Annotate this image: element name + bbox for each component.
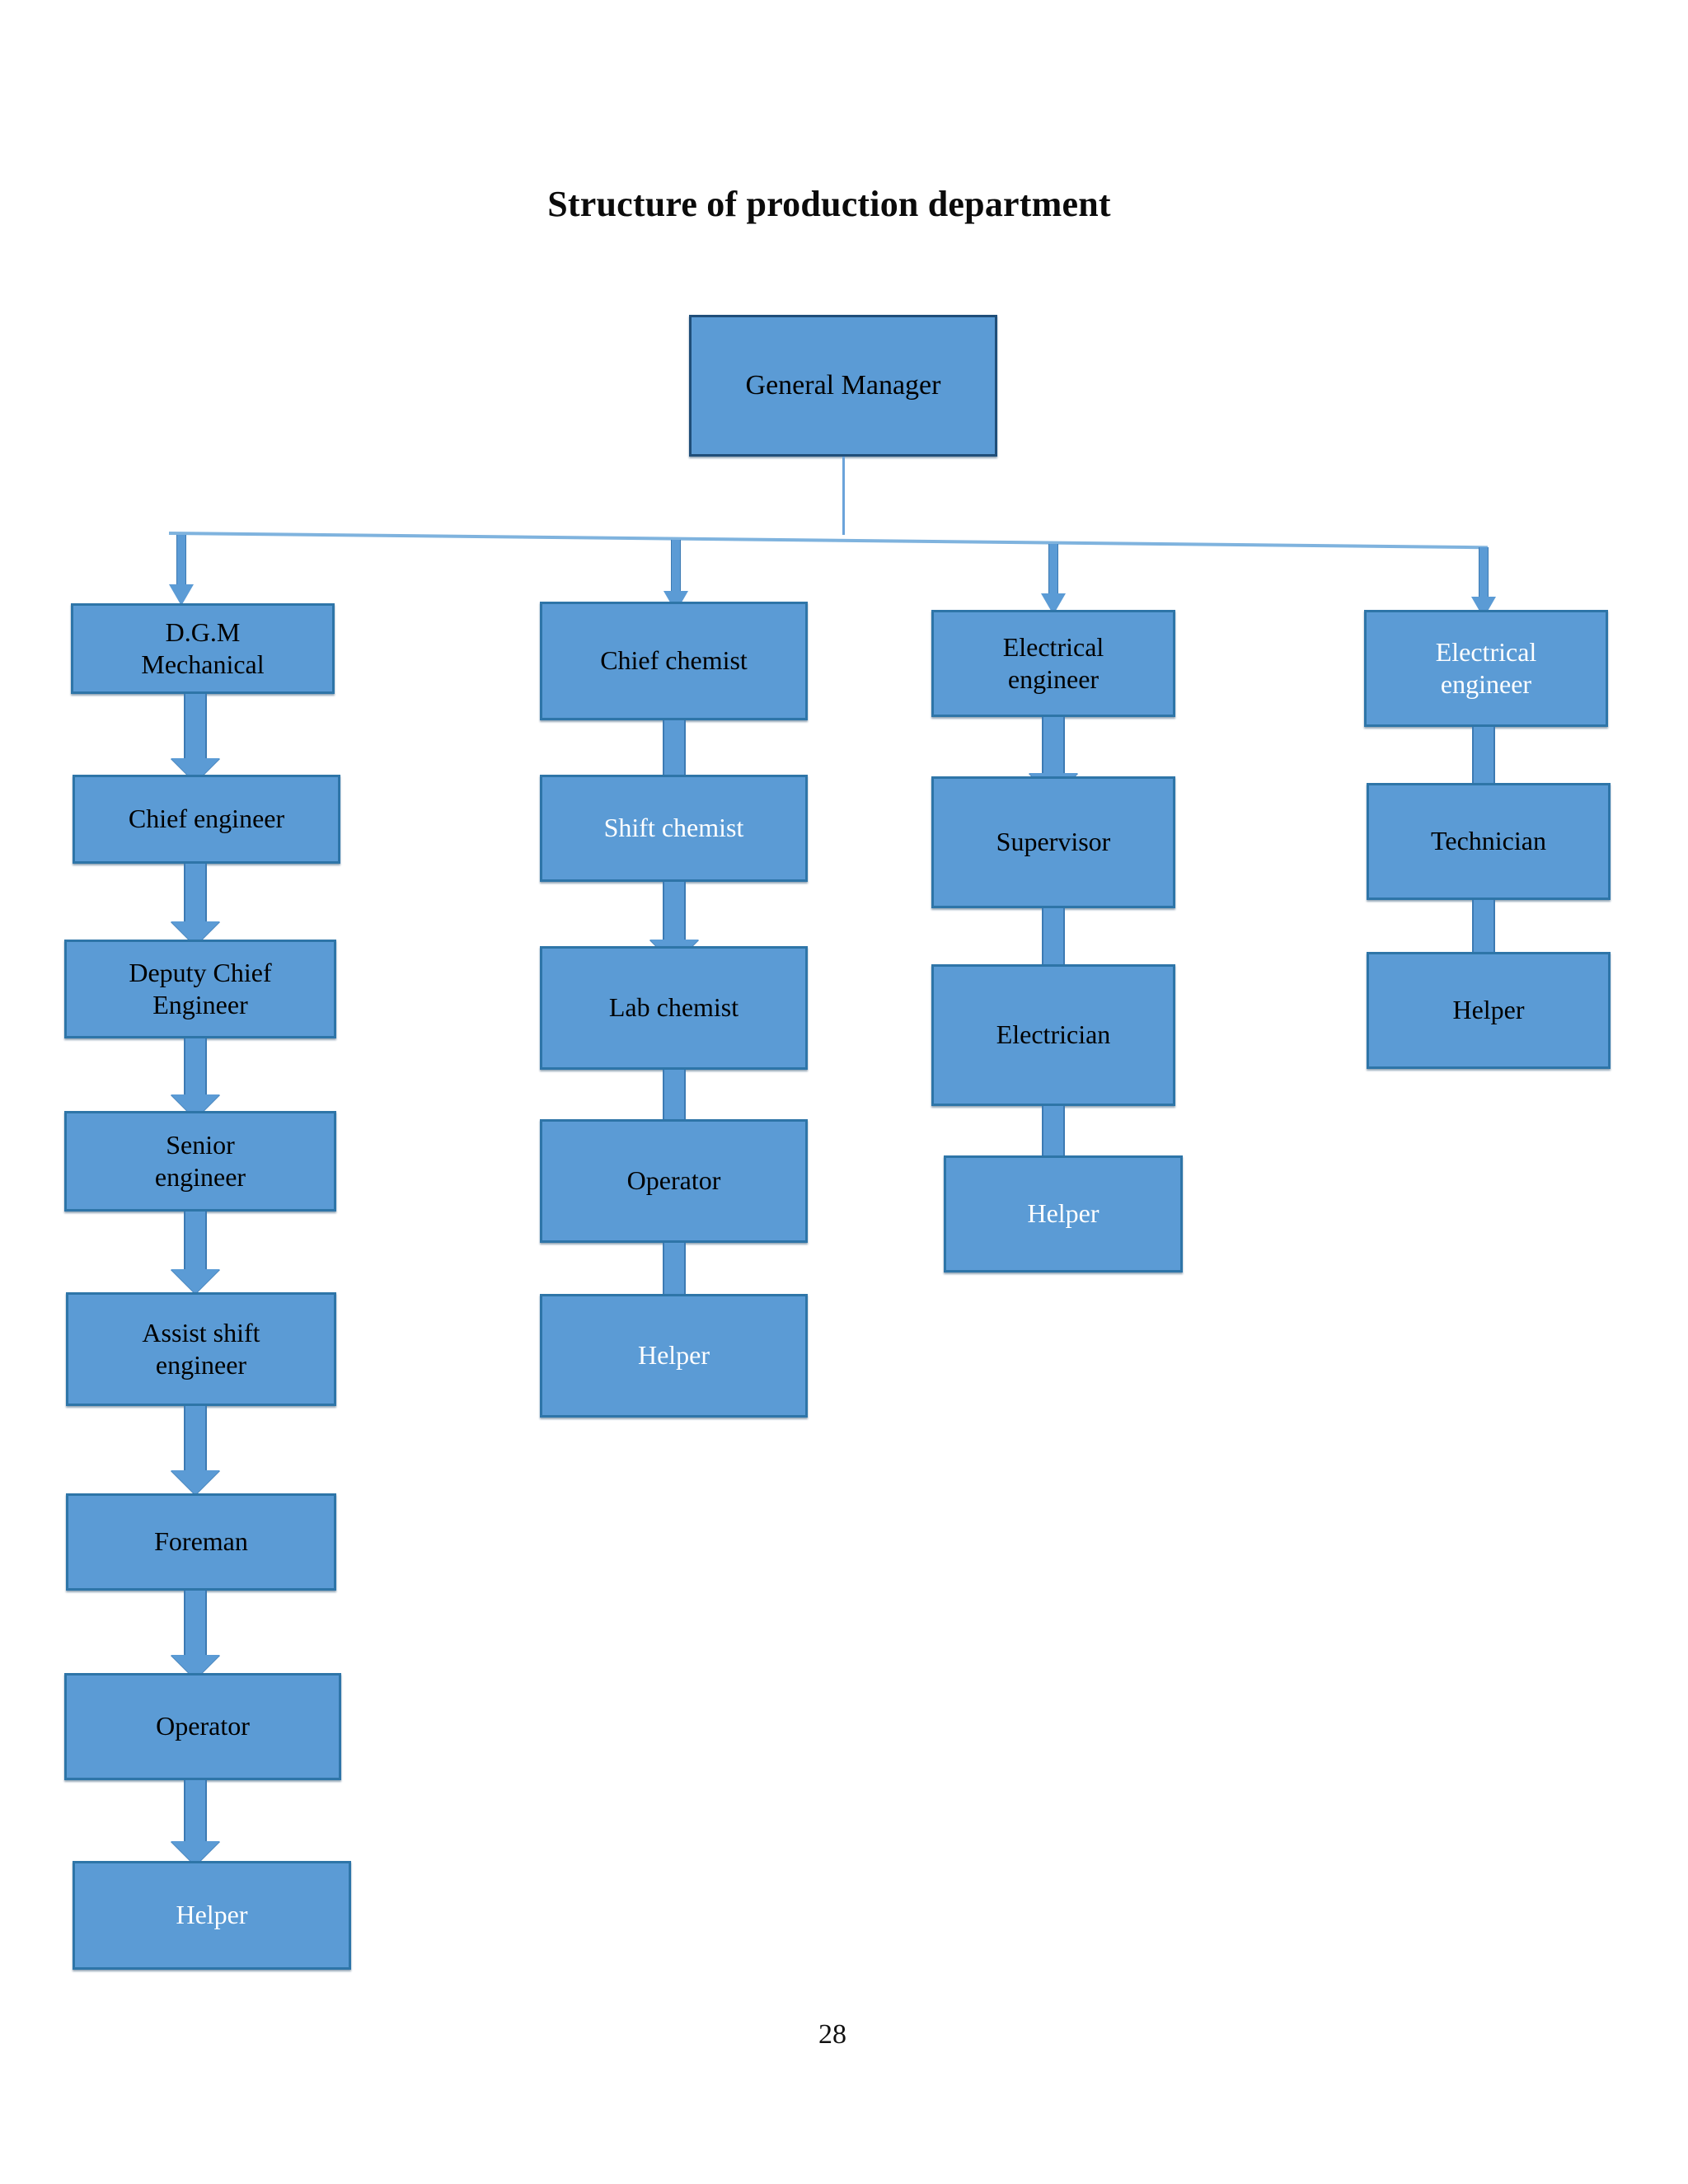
node-label: Senior engineer	[154, 1129, 246, 1192]
node-operator-chemist[interactable]: Operator	[540, 1119, 808, 1243]
node-electrical-engineer-a[interactable]: Electrical engineer	[931, 610, 1175, 717]
node-label: Shift chemist	[603, 813, 744, 843]
node-label: D.G.M Mechanical	[141, 616, 265, 679]
node-shift-chemist[interactable]: Shift chemist	[540, 775, 808, 882]
node-label: General Manager	[745, 370, 941, 401]
node-electrician[interactable]: Electrician	[931, 964, 1175, 1106]
node-label: Supervisor	[996, 827, 1111, 857]
page-number: 28	[0, 2019, 1688, 2050]
connector-arrow-operator-to-helper-mechanical	[169, 1780, 222, 1866]
node-label: Chief chemist	[600, 645, 748, 676]
node-lab-chemist[interactable]: Lab chemist	[540, 946, 808, 1070]
node-label: Operator	[626, 1165, 721, 1196]
node-helper-chemist[interactable]: Helper	[540, 1294, 808, 1418]
connector-arrow-assist-shift-to-foreman	[169, 1406, 222, 1497]
node-label: Helper	[1027, 1198, 1100, 1229]
connector-arrow-senior-to-assist-shift	[169, 1212, 222, 1294]
node-supervisor[interactable]: Supervisor	[931, 776, 1175, 908]
node-assist-shift-engineer[interactable]: Assist shift engineer	[66, 1292, 336, 1406]
node-label: Helper	[637, 1340, 710, 1371]
connector-arrow-to-electrical-b	[1471, 547, 1496, 618]
connector-arrow-deputy-to-senior	[169, 1038, 222, 1119]
node-label: Electrical engineer	[1002, 631, 1104, 694]
node-label: Operator	[156, 1711, 250, 1741]
node-chief-chemist[interactable]: Chief chemist	[540, 602, 808, 720]
node-dgm-mechanical[interactable]: D.G.M Mechanical	[71, 603, 335, 694]
node-label: Chief engineer	[128, 804, 285, 834]
node-helper-mechanical[interactable]: Helper	[73, 1861, 351, 1970]
node-foreman[interactable]: Foreman	[66, 1493, 336, 1591]
node-label: Assist shift engineer	[142, 1317, 260, 1380]
node-label: Lab chemist	[608, 992, 739, 1023]
node-label: Electrician	[996, 1019, 1111, 1050]
page-title-text: Structure of production department	[547, 184, 1111, 224]
connector-arrow-to-electrical-a	[1041, 544, 1066, 615]
node-operator-mechanical[interactable]: Operator	[64, 1673, 341, 1780]
connector-arrow-to-mechanical	[169, 535, 194, 606]
node-chief-engineer[interactable]: Chief engineer	[73, 775, 340, 864]
page-number-text: 28	[818, 2019, 846, 2050]
node-senior-engineer[interactable]: Senior engineer	[64, 1111, 336, 1212]
page-title: Structure of production department	[0, 183, 1688, 225]
node-label: Helper	[176, 1900, 248, 1930]
node-electrical-engineer-b[interactable]: Electrical engineer	[1364, 610, 1608, 727]
node-label: Helper	[1452, 995, 1525, 1025]
node-helper-electrical-b[interactable]: Helper	[1367, 952, 1611, 1069]
connector-arrow-foreman-to-operator	[169, 1591, 222, 1681]
connector-arrow-dgm-to-chief-engineer	[169, 694, 222, 783]
node-general-manager[interactable]: General Manager	[689, 315, 997, 457]
connector-arrow-chief-engineer-to-deputy	[169, 864, 222, 946]
node-technician[interactable]: Technician	[1367, 783, 1611, 900]
node-label: Electrical engineer	[1435, 636, 1537, 699]
node-helper-electrical-a[interactable]: Helper	[944, 1155, 1183, 1272]
node-label: Technician	[1431, 826, 1546, 856]
node-label: Deputy Chief Engineer	[129, 957, 272, 1019]
connector-trunk-line	[168, 532, 1488, 550]
node-label: Foreman	[154, 1526, 248, 1557]
node-deputy-chief-engineer[interactable]: Deputy Chief Engineer	[64, 940, 336, 1038]
connector-root-drop	[842, 457, 845, 535]
